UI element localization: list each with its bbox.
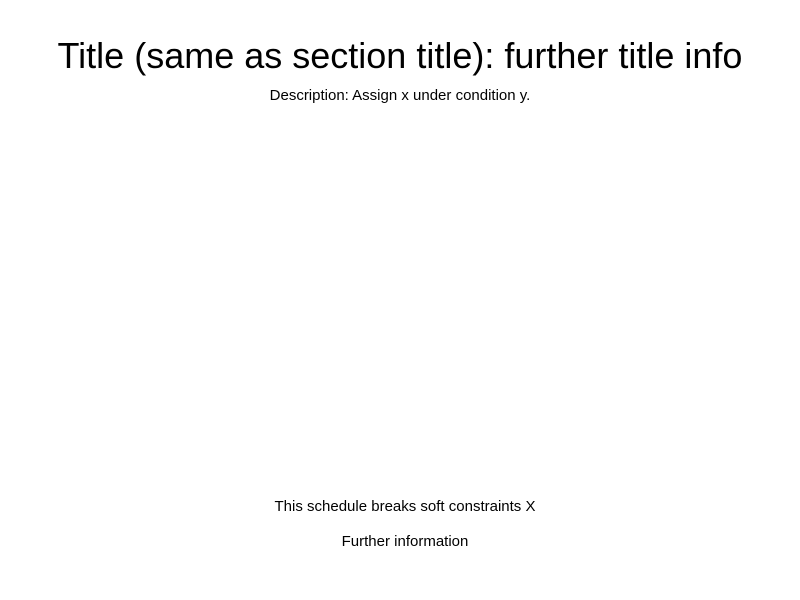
constraints-message: This schedule breaks soft constraints X bbox=[274, 498, 536, 515]
page-title: Title (same as section title): further t… bbox=[57, 35, 743, 76]
further-information-text: Further information bbox=[341, 533, 469, 550]
schedule-content-area bbox=[0, 112, 800, 492]
page-description: Description: Assign x under condition y. bbox=[269, 87, 531, 104]
